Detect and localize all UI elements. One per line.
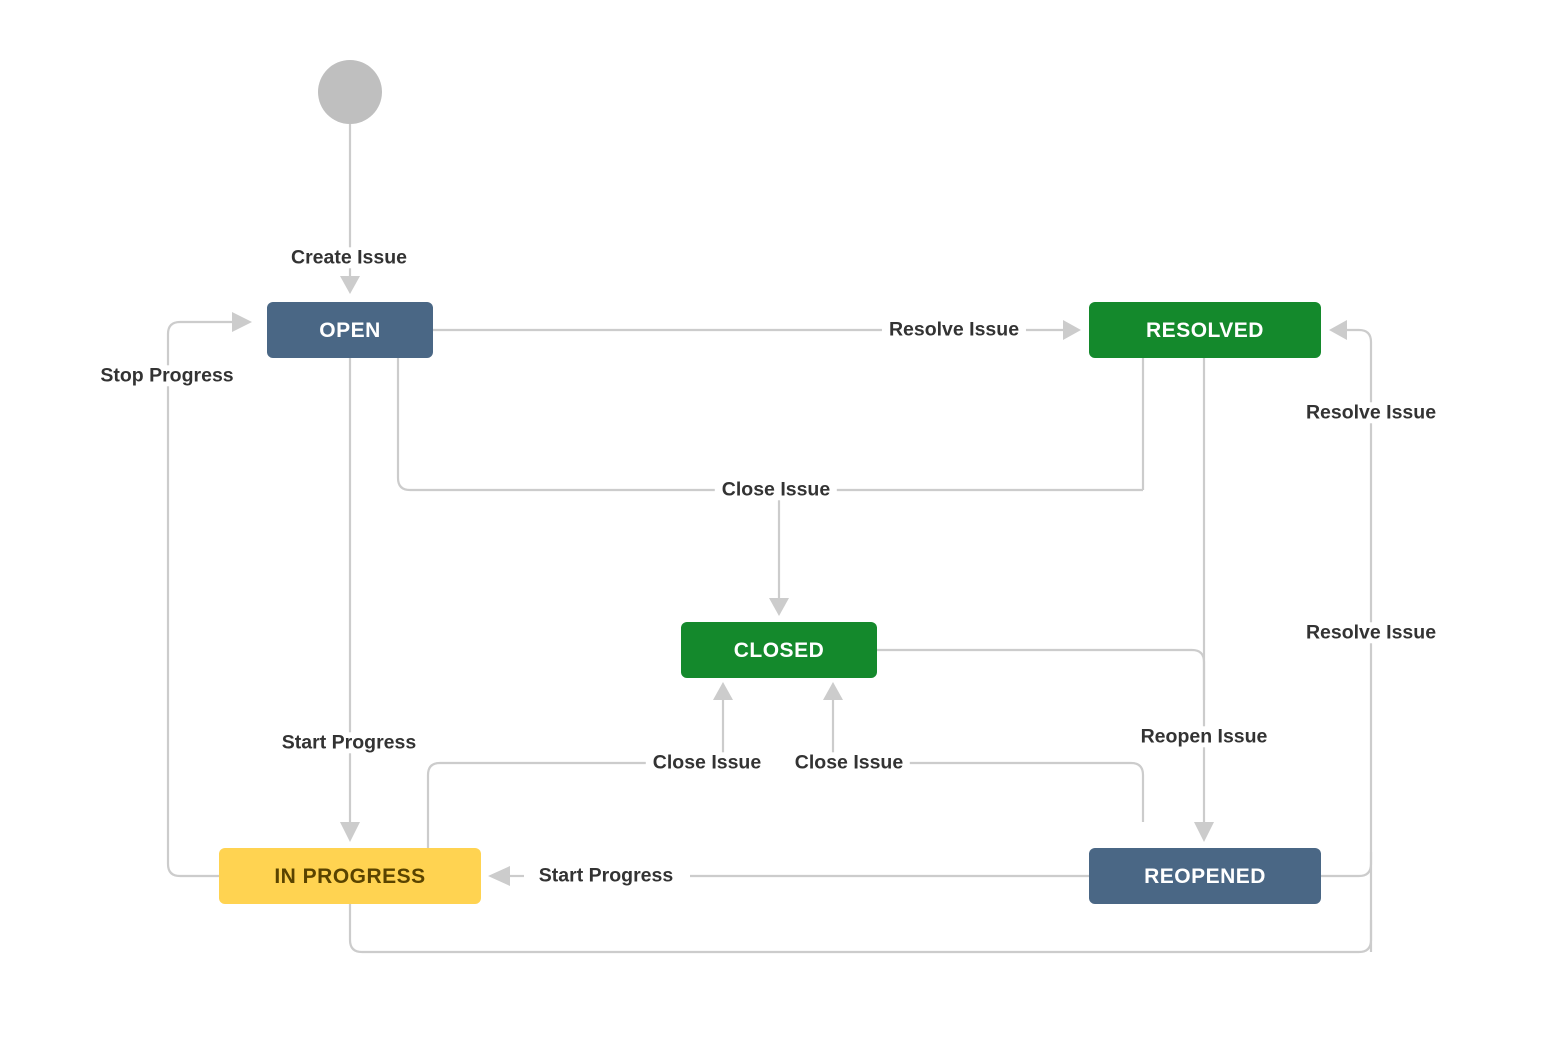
- edge-label-start-progress-1: Start Progress: [274, 731, 424, 754]
- arrow-resolve-rail-right: [1329, 320, 1347, 340]
- node-resolved-label: RESOLVED: [1146, 318, 1264, 342]
- node-in-progress-label: IN PROGRESS: [274, 864, 426, 888]
- edge-label-start-progress-2: Start Progress: [531, 864, 681, 887]
- node-open[interactable]: OPEN: [267, 302, 433, 358]
- node-reopened-label: REOPENED: [1144, 864, 1266, 888]
- edge-label-resolve-issue-2: Resolve Issue: [1298, 401, 1444, 424]
- edge-inprogress-stopprogress: [166, 320, 232, 878]
- node-in-progress[interactable]: IN PROGRESS: [219, 848, 481, 904]
- edge-label-resolve-issue-1: Resolve Issue: [881, 318, 1027, 341]
- node-closed-label: CLOSED: [733, 638, 825, 662]
- arrow-close-issue-drop: [769, 598, 789, 616]
- edge-reopened-resolve: [1321, 852, 1373, 878]
- arrow-resolved-reopen: [1194, 822, 1214, 842]
- edge-reopened-close: [908, 761, 1145, 822]
- arrow-close-up-right: [823, 682, 843, 700]
- node-closed[interactable]: CLOSED: [681, 622, 877, 678]
- arrow-open-resolve: [1063, 320, 1081, 340]
- edge-label-reopen-issue: Reopen Issue: [1133, 725, 1275, 748]
- arrow-close-up-left: [713, 682, 733, 700]
- edge-inprogress-close: [426, 761, 648, 848]
- edge-open-close: [396, 358, 1143, 492]
- edge-label-resolve-issue-3: Resolve Issue: [1298, 621, 1444, 644]
- arrow-inprogress-stopprogress: [232, 312, 252, 332]
- edge-inprogress-resolve: [348, 904, 1373, 954]
- node-resolved[interactable]: RESOLVED: [1089, 302, 1321, 358]
- edge-resolve-rail-right: [1347, 328, 1373, 952]
- arrow-reopened-startprogress: [488, 866, 510, 886]
- node-reopened[interactable]: REOPENED: [1089, 848, 1321, 904]
- edge-label-close-issue-right: Close Issue: [787, 751, 911, 774]
- edge-label-close-issue-top: Close Issue: [714, 478, 838, 501]
- arrow-open-startprogress: [340, 822, 360, 842]
- edge-closed-reopen: [877, 648, 1206, 700]
- node-open-label: OPEN: [319, 318, 381, 342]
- arrow-create-issue: [340, 276, 360, 294]
- start-node-circle[interactable]: [318, 60, 382, 124]
- edge-label-stop-progress: Stop Progress: [93, 364, 241, 387]
- edge-label-close-issue-left: Close Issue: [645, 751, 769, 774]
- edge-label-create-issue: Create Issue: [284, 246, 414, 269]
